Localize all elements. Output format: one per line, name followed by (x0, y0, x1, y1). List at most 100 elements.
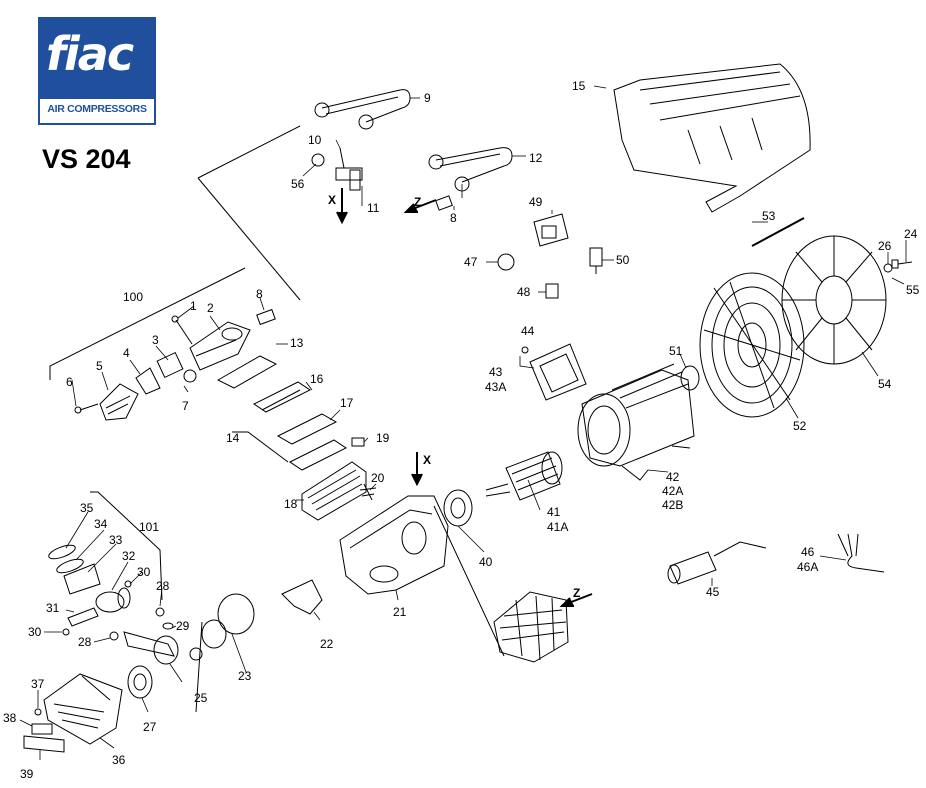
fan-54 (781, 235, 887, 365)
label-14: 14 (226, 431, 240, 445)
label-37: 37 (31, 677, 45, 691)
label-56: 56 (291, 177, 305, 191)
label-7: 7 (182, 399, 189, 413)
label-43a: 43A (485, 380, 506, 394)
guard-lower (493, 591, 569, 663)
terminal-box-43 (529, 343, 587, 401)
ring-34 (56, 558, 84, 574)
label-48: 48 (517, 285, 531, 299)
label-41a: 41A (547, 520, 568, 534)
fitting-10-11 (311, 147, 363, 191)
ring-35 (48, 544, 76, 560)
label-46: 46 (801, 545, 815, 559)
valve-22 (281, 579, 323, 615)
valve-3 (156, 351, 184, 379)
fitting-47 (497, 253, 515, 271)
logo-wordmark: fiac (46, 27, 134, 81)
label-52: 52 (793, 419, 807, 433)
label-x-upper: X (328, 193, 336, 207)
delivery-tube-9 (314, 89, 411, 130)
label-22: 22 (320, 637, 334, 651)
label-1: 1 (190, 299, 197, 313)
bearing-40 (443, 489, 473, 527)
leader-crankcase-fan (433, 505, 505, 657)
label-2: 2 (207, 301, 214, 315)
leader-14 (232, 431, 289, 463)
cylinder-18 (301, 461, 367, 521)
label-x-lower: X (423, 453, 431, 467)
screw-44 (521, 346, 529, 354)
label-45: 45 (706, 585, 720, 599)
tie-rod-53 (751, 217, 805, 247)
label-29: 29 (176, 619, 190, 633)
label-55: 55 (906, 283, 920, 297)
label-10: 10 (308, 133, 322, 147)
model-title: VS 204 (42, 144, 131, 174)
label-16: 16 (310, 372, 324, 386)
leader-lines (19, 85, 907, 760)
label-54: 54 (878, 377, 892, 391)
plate-4 (135, 367, 161, 395)
arrow-z-lower (559, 593, 593, 607)
label-30-lower: 30 (28, 625, 42, 639)
label-38: 38 (3, 711, 17, 725)
label-46a: 46A (797, 560, 818, 574)
fan-cover-15 (613, 63, 811, 213)
switch-49 (533, 213, 569, 247)
label-31: 31 (46, 601, 60, 615)
nut-7 (183, 369, 197, 383)
screw-37 (34, 708, 42, 716)
capacitor-45 (667, 541, 767, 585)
fitting-8-left (256, 308, 276, 326)
label-4: 4 (123, 346, 130, 360)
label-100: 100 (123, 290, 143, 304)
screw-6 (74, 403, 99, 414)
arrow-x-upper (336, 188, 348, 225)
label-49: 49 (529, 195, 543, 209)
bolt-1 (171, 315, 193, 345)
label-47: 47 (464, 255, 478, 269)
label-42: 42 (666, 470, 680, 484)
label-53: 53 (762, 209, 776, 223)
rotor-41 (485, 451, 563, 501)
label-42a: 42A (662, 484, 683, 498)
label-26: 26 (878, 239, 892, 253)
label-15: 15 (572, 79, 586, 93)
label-50: 50 (616, 253, 630, 267)
registered-mark: ® (147, 16, 153, 25)
relay-50 (589, 247, 603, 274)
bush-29 (162, 622, 174, 630)
delivery-tube-12 (428, 147, 513, 192)
valve-plate-16 (253, 381, 311, 413)
label-41: 41 (547, 505, 561, 519)
cover-36 (43, 673, 123, 745)
label-40: 40 (479, 555, 493, 569)
piston-33 (63, 563, 101, 595)
label-101: 101 (139, 520, 159, 534)
label-33: 33 (109, 533, 123, 547)
screw-19 (351, 437, 365, 447)
label-11: 11 (367, 201, 380, 215)
label-24: 24 (904, 227, 918, 241)
label-6: 6 (66, 375, 73, 389)
piston-23 (189, 593, 255, 661)
gasket-14 (289, 439, 347, 471)
stator-42 (577, 363, 695, 481)
cylinder-head (189, 321, 251, 371)
pin-31 (67, 607, 99, 627)
leader-group-100 (197, 125, 301, 301)
label-28-upper: 28 (156, 579, 170, 593)
label-z-upper: Z (414, 195, 421, 209)
label-19: 19 (376, 431, 390, 445)
sleeve-32 (95, 587, 131, 613)
label-39: 39 (20, 767, 34, 781)
part-labels: 9 10 11 12 56 8 X Z 100 1 2 8 3 4 5 6 7 … (3, 79, 920, 781)
arrow-x-lower (411, 452, 423, 487)
label-35: 35 (80, 501, 94, 515)
conrod-25 (123, 631, 179, 665)
label-3: 3 (152, 333, 159, 347)
bearing-27 (127, 665, 153, 699)
label-36: 36 (112, 753, 126, 767)
